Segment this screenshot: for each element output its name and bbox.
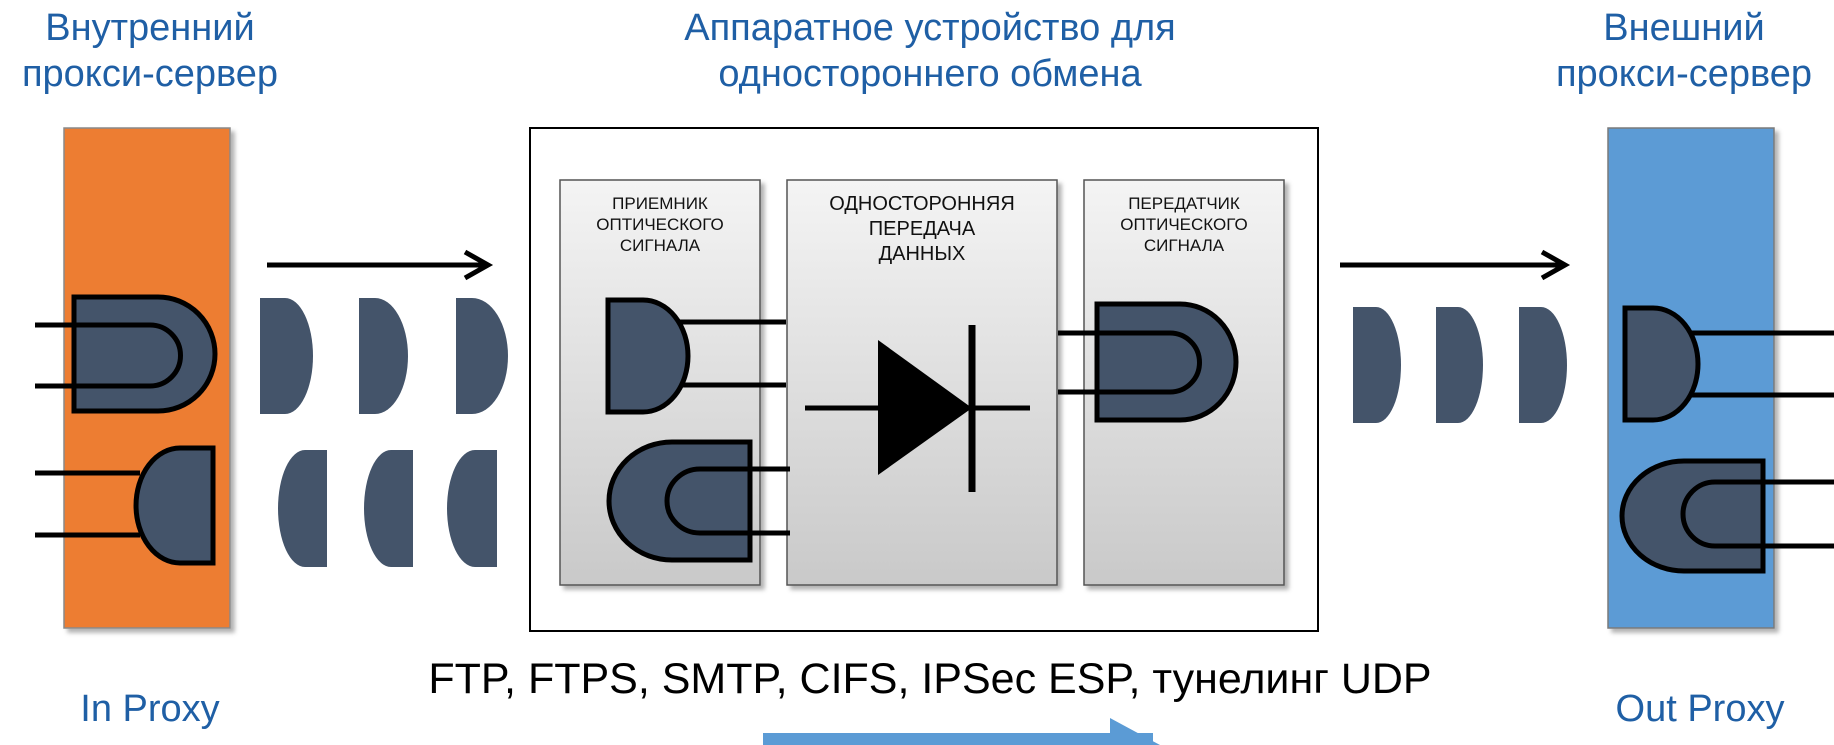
outer-proxy-title-line1: Внешний xyxy=(1603,7,1765,49)
out-proxy-label: Out Proxy xyxy=(1615,688,1785,730)
oneway-label: ОДНОСТОРОННЯЯ ПЕРЕДАЧА ДАННЫХ xyxy=(787,192,1057,267)
packet-shapes-right xyxy=(1353,307,1567,423)
oneway-label-line2: ПЕРЕДАЧА xyxy=(868,218,976,240)
arrow-right-icon-2 xyxy=(1340,249,1571,281)
transmitter-label: ПЕРЕДАТЧИК ОПТИЧЕСКОГО СИГНАЛА xyxy=(1084,193,1284,256)
receiver-gate-icon xyxy=(605,297,786,415)
transmitter-label-line1: ПЕРЕДАТЧИК xyxy=(1128,194,1240,213)
outer-proxy-title: Внешний прокси-сервер xyxy=(1534,5,1834,97)
protocols-text: FTP, FTPS, SMTP, CIFS, IPSec ESP, тунели… xyxy=(428,655,1432,703)
and-gate-icon xyxy=(35,294,218,414)
device-title-line2: одностороннего обмена xyxy=(718,53,1142,95)
flow-arrow-icon xyxy=(763,718,1160,745)
transmitter-label-line2: ОПТИЧЕСКОГО xyxy=(1120,215,1248,234)
oneway-label-line1: ОДНОСТОРОННЯЯ xyxy=(829,193,1015,215)
outer-and-gate-icon xyxy=(1622,305,1834,423)
receiver-label-line2: ОПТИЧЕСКОГО xyxy=(596,215,724,234)
device-title-line1: Аппаратное устройство для xyxy=(684,7,1176,49)
oneway-box xyxy=(786,179,1058,586)
receiver-or-gate-icon xyxy=(606,439,790,563)
gate-icon xyxy=(35,445,216,566)
outer-or-gate-icon xyxy=(1619,458,1834,574)
in-proxy-label: In Proxy xyxy=(80,688,220,730)
diode-icon xyxy=(805,325,1030,492)
inner-proxy-title: Внутренний прокси-сервер xyxy=(0,5,300,97)
arrow-right-icon xyxy=(267,249,494,281)
receiver-label-line3: СИГНАЛА xyxy=(619,236,701,255)
inner-proxy-title-line2: прокси-сервер xyxy=(21,53,279,95)
device-title: Аппаратное устройство для одностороннего… xyxy=(600,5,1260,97)
oneway-label-line3: ДАННЫХ xyxy=(878,243,966,265)
packet-shapes-left xyxy=(260,298,508,567)
transmitter-label-line3: СИГНАЛА xyxy=(1143,236,1225,255)
inner-proxy-title-line1: Внутренний xyxy=(45,7,255,49)
transmitter-gate-icon xyxy=(1058,301,1239,423)
receiver-label: ПРИЕМНИК ОПТИЧЕСКОГО СИГНАЛА xyxy=(560,193,760,256)
outer-proxy-title-line2: прокси-сервер xyxy=(1555,53,1813,95)
receiver-label-line1: ПРИЕМНИК xyxy=(612,194,708,213)
